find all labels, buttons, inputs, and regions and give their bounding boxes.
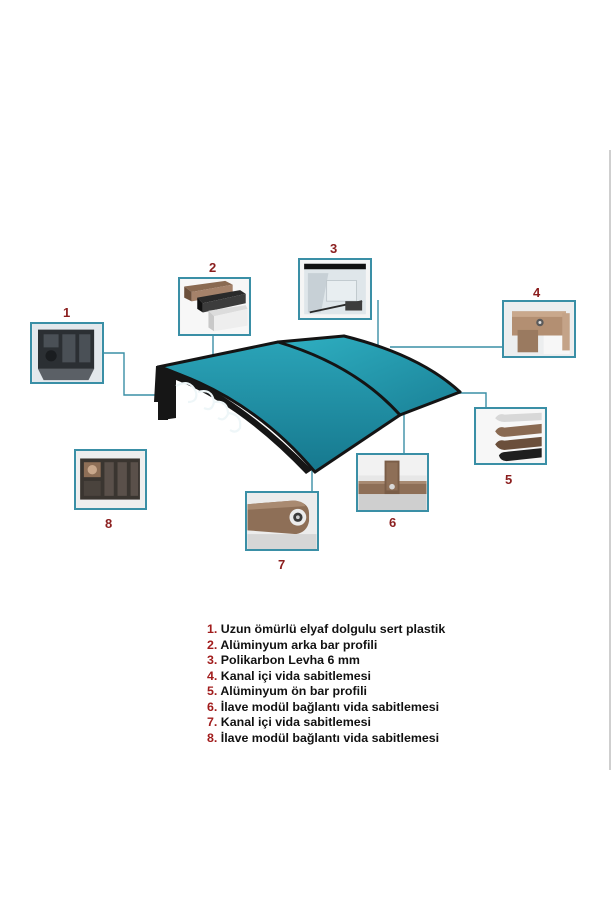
legend-number: 2. — [207, 637, 218, 652]
bracket-scroll — [175, 381, 242, 433]
callout-number-1: 1 — [63, 305, 71, 320]
callout-line-1 — [103, 352, 160, 396]
parts-legend: 1. Uzun ömürlü elyaf dolgulu sert plasti… — [207, 622, 445, 746]
legend-number: 5. — [207, 684, 218, 698]
detail-photo-7-channel-screw-closeup — [245, 491, 319, 551]
legend-text: Kanal içi vida sabitlemesi — [220, 715, 371, 729]
legend-text: Uzun ömürlü elyaf dolgulu sert plastik — [220, 622, 446, 636]
legend-text: İlave modül bağlantı vida sabitlemesi — [220, 699, 440, 714]
legend-number: 4. — [207, 668, 218, 683]
legend-item-5: 5. Alüminyum ön bar profili — [207, 684, 445, 700]
legend-text: Alüminyum arka bar profili — [220, 637, 378, 652]
legend-item-8: 8. İlave modül bağlantı vida sabitlemesi — [207, 731, 445, 747]
detail-photo-3-polycarbonate-sheet — [298, 258, 372, 320]
detail-photo-8-module-base — [74, 449, 147, 510]
polycarbonate-panel-right — [278, 336, 460, 415]
legend-item-1: 1. Uzun ömürlü elyaf dolgulu sert plasti… — [207, 622, 445, 638]
callout-number-5: 5 — [505, 472, 513, 487]
middle-joint — [276, 340, 402, 417]
legend-number: 3. — [207, 653, 218, 667]
callout-number-7: 7 — [278, 557, 286, 572]
polycarbonate-panel-left — [158, 342, 400, 472]
detail-photo-1-plastic-bracket — [30, 322, 104, 384]
legend-item-2: 2. Alüminyum arka bar profili — [207, 638, 445, 654]
legend-text: Polikarbon Levha 6 mm — [220, 653, 360, 667]
legend-item-7: 7. Kanal içi vida sabitlemesi — [207, 715, 445, 731]
detail-photo-5-front-bar — [474, 407, 547, 465]
legend-item-3: 3. Polikarbon Levha 6 mm — [207, 653, 445, 669]
legend-number: 7. — [207, 715, 218, 729]
callout-number-4: 4 — [533, 285, 541, 300]
legend-item-4: 4. Kanal içi vida sabitlemesi — [207, 669, 445, 685]
callout-number-2: 2 — [209, 260, 217, 275]
detail-photo-2-rear-bar — [178, 277, 251, 336]
legend-text: Kanal içi vida sabitlemesi — [220, 668, 371, 683]
legend-text: Alüminyum ön bar profili — [220, 684, 367, 698]
callout-number-8: 8 — [105, 516, 113, 531]
bracket-foot — [158, 398, 168, 420]
bracket-arm — [154, 366, 312, 474]
callout-number-3: 3 — [330, 241, 338, 256]
legend-number: 8. — [207, 730, 218, 745]
legend-item-6: 6. İlave modül bağlantı vida sabitlemesi — [207, 700, 445, 716]
detail-photo-4-channel-screw — [502, 300, 576, 358]
front-edge — [313, 390, 462, 474]
page-edge-rule — [609, 150, 611, 770]
legend-number: 1. — [207, 622, 218, 636]
callout-number-6: 6 — [389, 515, 397, 530]
front-bar-right — [342, 334, 462, 394]
detail-photo-6-module-joint — [356, 453, 429, 512]
legend-number: 6. — [207, 699, 218, 714]
legend-text: İlave modül bağlantı vida sabitlemesi — [220, 730, 440, 745]
